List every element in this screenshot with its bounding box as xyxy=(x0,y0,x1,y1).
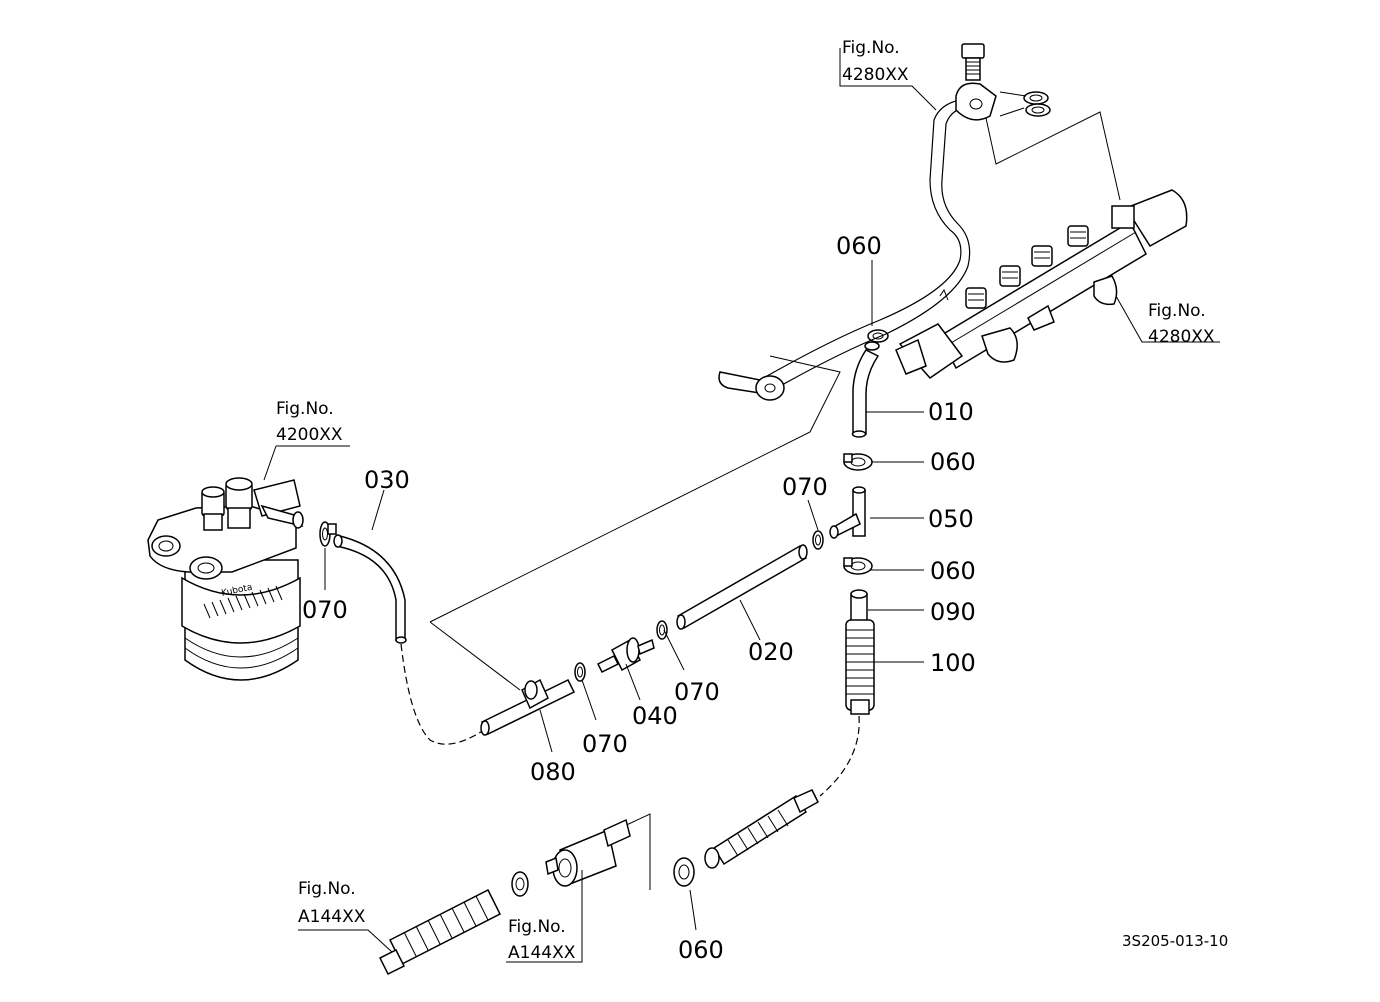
banjo-bolt xyxy=(955,43,997,121)
label-040[interactable]: 040 xyxy=(632,702,678,730)
label-100[interactable]: 100 xyxy=(930,649,976,677)
label-070-right[interactable]: 070 xyxy=(782,473,828,501)
injection-pipe xyxy=(718,99,971,401)
fig-ref-title-lower-left[interactable]: Fig.No. xyxy=(298,879,356,899)
hose-020 xyxy=(676,544,808,630)
label-070-filter[interactable]: 070 xyxy=(302,596,348,624)
figure-references: Fig.No. 4280XX Fig.No. 4280XX Fig.No. 42… xyxy=(276,38,1215,963)
fig-ref-title-right[interactable]: Fig.No. xyxy=(1148,301,1206,321)
label-060-upper[interactable]: 060 xyxy=(930,448,976,476)
label-010[interactable]: 010 xyxy=(928,398,974,426)
fig-ref-code-filter[interactable]: 4200XX xyxy=(276,425,343,445)
clamp-lower-left xyxy=(511,871,529,897)
clamp-070-080 xyxy=(574,662,586,682)
corrugated-sleeve-left xyxy=(378,888,502,976)
fig-ref-code-top[interactable]: 4280XX xyxy=(842,65,909,85)
hose-010 xyxy=(851,341,880,438)
clamp-070-020 xyxy=(812,530,824,550)
drawing-code: 3S205-013-10 xyxy=(1122,932,1228,950)
label-050[interactable]: 050 xyxy=(928,505,974,533)
t-joint-050 xyxy=(829,486,866,539)
label-090[interactable]: 090 xyxy=(930,598,976,626)
fig-ref-code-lower-mid[interactable]: A144XX xyxy=(508,943,576,963)
common-rail xyxy=(895,189,1188,379)
label-060-top[interactable]: 060 xyxy=(836,232,882,260)
fig-ref-code-lower-left[interactable]: A144XX xyxy=(298,907,366,927)
fig-ref-title-lower-mid[interactable]: Fig.No. xyxy=(508,917,566,937)
lower-hose-assembly xyxy=(704,789,819,869)
clamp-070-filter xyxy=(319,521,337,547)
fig-ref-title-top[interactable]: Fig.No. xyxy=(842,38,900,58)
clamp-070-040 xyxy=(656,620,668,640)
clamp-060-lower xyxy=(673,857,695,887)
hose-080 xyxy=(480,678,576,736)
label-020[interactable]: 020 xyxy=(748,638,794,666)
label-070-mid[interactable]: 070 xyxy=(674,678,720,706)
part-labels: 010 020 030 040 050 060 060 060 060 070 … xyxy=(302,232,976,964)
valve-040 xyxy=(596,637,655,674)
washers xyxy=(1023,91,1051,117)
label-080[interactable]: 080 xyxy=(530,758,576,786)
fuel-filter-assembly: Kubota xyxy=(147,477,304,681)
hose-090 xyxy=(850,589,868,625)
fig-ref-title-filter[interactable]: Fig.No. xyxy=(276,399,334,419)
clamp-060-upper xyxy=(843,453,873,471)
label-030[interactable]: 030 xyxy=(364,466,410,494)
leader-lines xyxy=(263,48,1220,963)
sensor-assembly xyxy=(545,818,631,887)
fig-ref-code-right[interactable]: 4280XX xyxy=(1148,327,1215,347)
label-060-middle[interactable]: 060 xyxy=(930,557,976,585)
hose-030 xyxy=(333,534,407,644)
label-070-lower[interactable]: 070 xyxy=(582,730,628,758)
sleeve-100 xyxy=(845,619,875,715)
label-060-lower[interactable]: 060 xyxy=(678,936,724,964)
clamp-060-middle xyxy=(843,557,873,575)
